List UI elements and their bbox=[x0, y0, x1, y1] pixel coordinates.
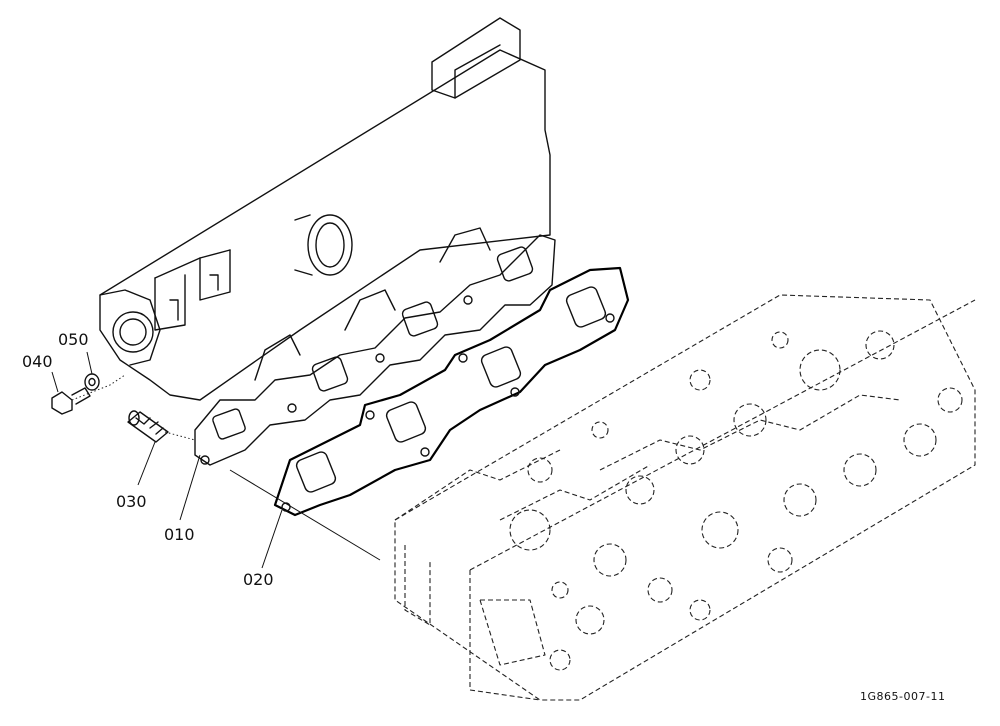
leader-lines bbox=[51, 351, 283, 569]
intake-manifold bbox=[99, 17, 556, 466]
manifold-gasket bbox=[273, 266, 630, 517]
alignment-lines bbox=[71, 374, 381, 561]
part-label-010: 010 bbox=[164, 525, 195, 544]
part-label-050: 050 bbox=[58, 330, 89, 349]
figure-reference-code: 1G865-007-11 bbox=[860, 690, 945, 703]
stud-bolt bbox=[127, 410, 169, 443]
washer bbox=[84, 373, 100, 391]
part-label-020: 020 bbox=[243, 570, 274, 589]
part-label-030: 030 bbox=[116, 492, 147, 511]
flange-bolt bbox=[51, 387, 91, 415]
part-label-040: 040 bbox=[22, 352, 53, 371]
cylinder-head bbox=[394, 294, 976, 701]
